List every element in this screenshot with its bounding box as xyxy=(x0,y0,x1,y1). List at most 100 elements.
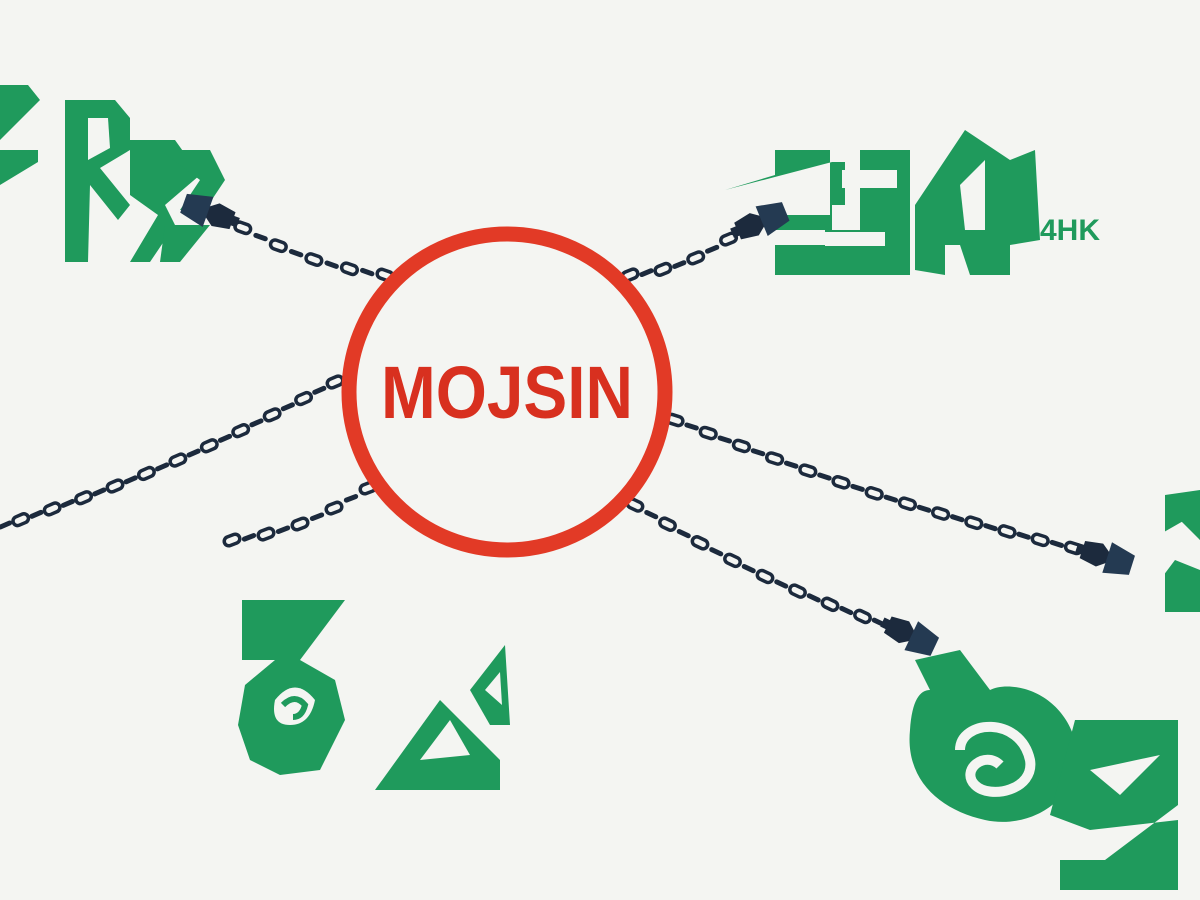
glyph-bottom-right xyxy=(909,650,1178,890)
chain-link xyxy=(684,422,699,431)
chain-link xyxy=(29,509,44,519)
chain-link xyxy=(964,515,984,531)
chain-link xyxy=(653,261,673,277)
chain-link xyxy=(1030,532,1050,548)
chain-link xyxy=(256,526,276,542)
chain-anchor-icon xyxy=(730,202,790,240)
chain-link xyxy=(186,448,201,458)
chain-top-right xyxy=(620,223,753,283)
chain-link xyxy=(676,528,691,539)
center-logo-text: MOJSIN xyxy=(381,351,633,434)
chain-link xyxy=(155,462,170,472)
chain-link xyxy=(290,516,310,532)
chain-link xyxy=(105,478,125,494)
chain-link xyxy=(820,596,840,613)
chain-link xyxy=(755,568,775,585)
chain-link xyxy=(280,402,295,412)
chain-link xyxy=(339,261,359,277)
chain-link xyxy=(262,407,282,423)
glyph-bottom-left xyxy=(238,600,510,790)
chain-mid-right xyxy=(665,412,1098,557)
chain-link xyxy=(783,460,799,469)
chain-link xyxy=(916,504,932,513)
glyph-top-right: 4HK xyxy=(725,130,1100,275)
chain-link xyxy=(253,232,268,242)
chain-link xyxy=(897,496,917,512)
chain-mid-left xyxy=(0,374,345,530)
chain-link xyxy=(686,250,706,266)
chain-link xyxy=(741,563,756,574)
chain-anchor-icon xyxy=(880,616,940,656)
chain-link xyxy=(42,501,62,517)
chain-link xyxy=(268,238,288,254)
chain-link xyxy=(690,535,710,551)
chain-anchor-icon xyxy=(1075,540,1135,575)
chain-link xyxy=(705,244,720,254)
chain-anchor-icon xyxy=(180,193,240,230)
chain-link xyxy=(839,605,854,616)
chain-link xyxy=(997,524,1017,539)
chain-link xyxy=(883,494,899,503)
chain-link xyxy=(304,252,324,267)
chain-link xyxy=(817,472,832,481)
chain-link xyxy=(788,583,807,599)
chain-link xyxy=(324,500,344,516)
chain-anchors xyxy=(180,193,1135,656)
chain-link xyxy=(864,486,884,501)
chain-link xyxy=(949,514,965,523)
chain-link xyxy=(275,525,291,535)
chain-top-left xyxy=(217,213,395,283)
chain-link xyxy=(731,438,751,454)
chain-link xyxy=(92,487,107,497)
chain-link xyxy=(294,390,314,407)
center-badge: MOJSIN xyxy=(341,226,673,558)
chain-link xyxy=(774,579,789,589)
chain-link xyxy=(168,452,188,468)
chain-link xyxy=(0,520,13,530)
chain-link xyxy=(1049,539,1065,548)
chain-link xyxy=(1016,531,1031,540)
chain-link xyxy=(11,512,31,528)
chain-link xyxy=(217,433,233,443)
chain-link xyxy=(288,249,304,258)
chain-link xyxy=(983,523,998,532)
green-glyphs: 4HK xyxy=(0,85,1200,890)
chain-link xyxy=(765,451,785,466)
chain-link xyxy=(672,260,687,269)
chain-link xyxy=(750,448,766,457)
chain-link xyxy=(831,474,851,490)
chain-link xyxy=(644,510,659,520)
chain-link xyxy=(74,490,94,506)
chain-link xyxy=(931,506,951,521)
glyph-label-4hk: 4HK xyxy=(1040,214,1100,247)
chain-lower-right xyxy=(625,497,905,636)
glyph-top-left xyxy=(0,85,225,262)
chain-link xyxy=(249,418,264,428)
chain-link xyxy=(806,593,821,603)
chain-link xyxy=(231,423,251,439)
chain-link xyxy=(343,494,359,503)
chain-link xyxy=(850,483,865,492)
chain-link xyxy=(123,475,138,485)
chain-link xyxy=(723,552,742,569)
chain-lower-left xyxy=(222,480,378,548)
chain-link xyxy=(639,268,654,278)
chain-link xyxy=(136,465,156,482)
chain-link xyxy=(360,267,375,277)
chain-link xyxy=(698,425,718,441)
glyph-right-edge xyxy=(1150,490,1200,612)
chain-link xyxy=(222,532,242,548)
chain-link xyxy=(325,374,345,390)
chain-link xyxy=(324,260,339,269)
center-ring xyxy=(341,226,673,558)
chain-link xyxy=(309,512,325,522)
chains xyxy=(0,213,1098,636)
chain-link xyxy=(241,533,257,542)
chain-link xyxy=(312,385,327,395)
chain-link xyxy=(658,516,677,532)
chain-link xyxy=(709,547,724,557)
chain-link xyxy=(853,608,872,625)
chain-link xyxy=(199,438,219,454)
